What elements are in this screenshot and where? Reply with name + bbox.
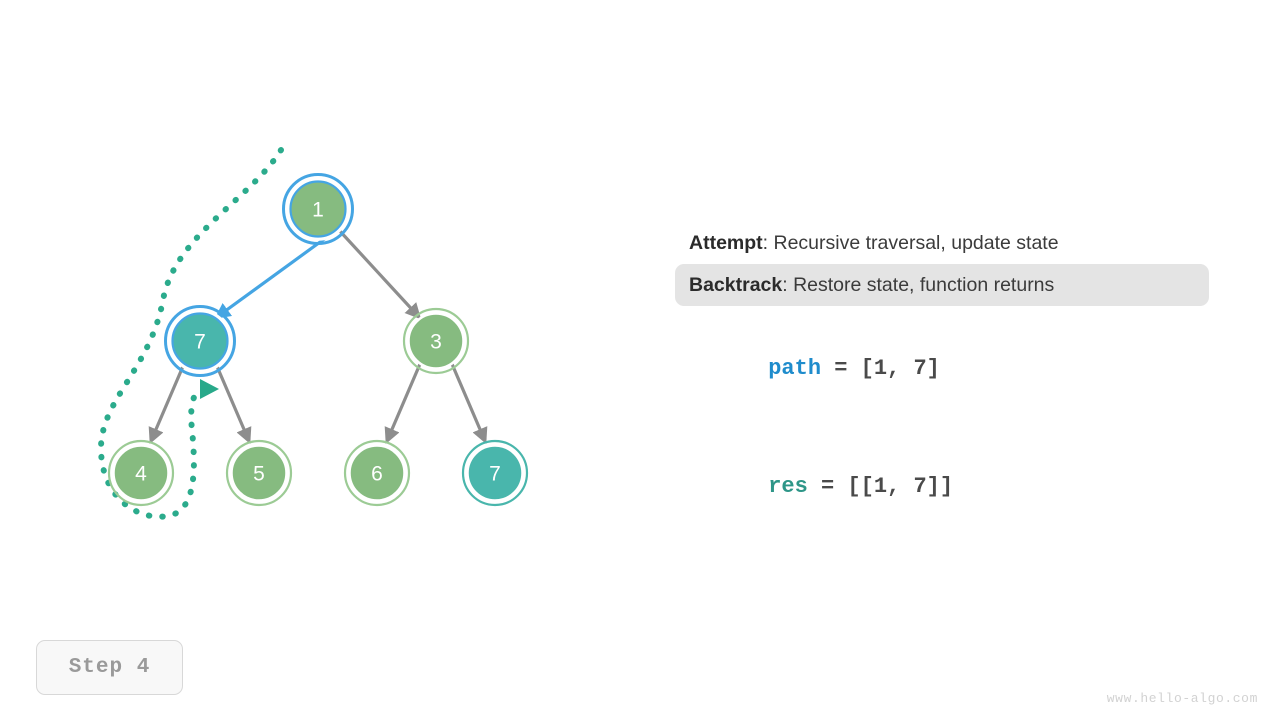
backtrack-direction-marker [200,379,219,399]
tree-node-5[interactable]: 5 [225,439,293,507]
backtrack-keyword: Backtrack [689,274,783,296]
path-variable-name: path [768,356,822,381]
step-badge: Step 4 [36,640,183,695]
attempt-text: : Recursive traversal, update state [762,232,1059,254]
info-panel: Attempt: Recursive traversal, update sta… [675,222,1209,499]
res-variable-value: = [[1, 7]] [807,474,954,499]
edge-7-to-5 [214,363,252,444]
res-variable-line: res = [[1, 7]] [689,436,1209,499]
edge-7-to-4 [148,363,186,444]
backtrack-dotted-path [97,147,284,520]
binary-tree-diagram: 1 7 3 4 5 6 [97,147,529,520]
backtrack-line: Backtrack: Restore state, function retur… [675,264,1209,306]
tree-node-3[interactable]: 3 [402,307,470,375]
path-variable-line: path = [1, 7] [689,318,1209,381]
edge-3-to-6 [384,363,422,444]
tree-node-1[interactable]: 1 [282,173,354,245]
path-variable-value: = [1, 7] [821,356,940,381]
edge-1-to-3 [336,227,422,320]
tree-node-6[interactable]: 6 [343,439,411,507]
res-variable-name: res [768,474,808,499]
backtrack-text: : Restore state, function returns [782,274,1055,296]
watermark-text: www.hello-algo.com [1106,691,1258,706]
attempt-keyword: Attempt [689,232,763,254]
edge-3-to-7r [450,363,488,444]
watermark: www.hello-algo.com [1107,691,1258,706]
tree-node-7-left[interactable]: 7 [164,305,236,377]
tree-node-7-right[interactable]: 7 [461,439,529,507]
tree-node-4[interactable]: 4 [107,439,175,507]
attempt-line: Attempt: Recursive traversal, update sta… [675,222,1209,264]
step-badge-label: Step 4 [68,656,151,679]
